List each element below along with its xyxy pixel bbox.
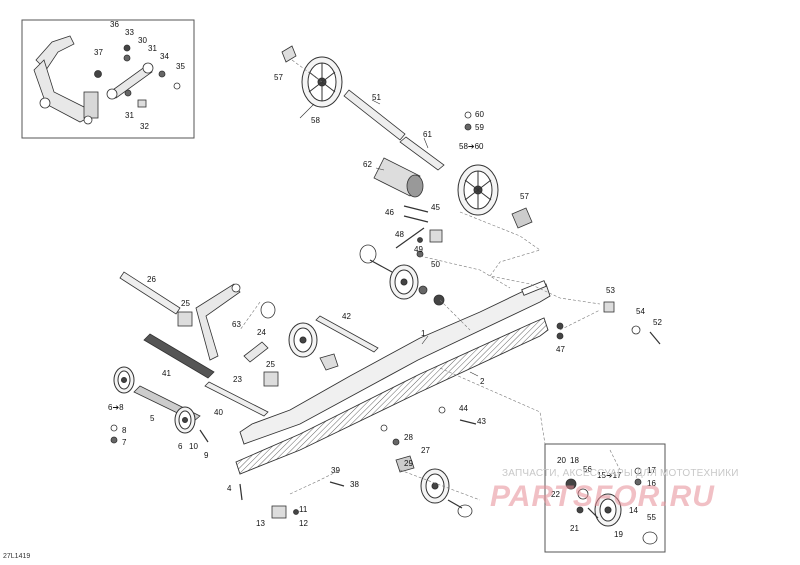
callout-label: 34: [160, 52, 169, 61]
callout-label: 41: [162, 369, 171, 378]
callout-label: 28: [404, 433, 413, 442]
callout-label: 1: [421, 329, 426, 338]
callout-label: 26: [147, 275, 156, 284]
callout-label: 19: [614, 530, 623, 539]
wheel-58-60: [457, 164, 499, 216]
callout-label: 2: [480, 377, 485, 386]
callout-label: 59: [475, 123, 484, 132]
callout-label: 8: [122, 426, 127, 435]
callout-label: 25: [181, 299, 190, 308]
callout-label: 35: [176, 62, 185, 71]
callout-label: 5: [150, 414, 155, 423]
callout-label: 4: [227, 484, 232, 493]
callout-label: 53: [606, 286, 615, 295]
callout-label: 57: [274, 73, 283, 82]
inset-arm-assembly: [33, 35, 181, 125]
callout-label: 23: [233, 375, 242, 384]
callout-label: 37: [94, 48, 103, 57]
callout-label: 43: [477, 417, 486, 426]
callout-label: 48: [395, 230, 404, 239]
callout-label: 50: [431, 260, 440, 269]
callout-label: 47: [556, 345, 565, 354]
callout-label: 39: [331, 466, 340, 475]
hardware-items: [110, 45, 658, 545]
callout-label: 52: [653, 318, 662, 327]
callout-label: 33: [125, 28, 134, 37]
callout-label: 11: [299, 505, 308, 514]
callout-label: 44: [459, 404, 468, 413]
callout-label: 17: [647, 466, 656, 475]
callout-label: 36: [110, 20, 119, 29]
diagram-code: 27L1419: [3, 553, 31, 560]
slide-rails: [235, 280, 551, 475]
callout-label: 16: [647, 479, 656, 488]
callout-label: 27: [421, 446, 430, 455]
wheel-5-right: [174, 406, 196, 434]
callout-label: 9: [204, 451, 209, 460]
wheel-5-left: [113, 366, 135, 394]
callout-label: 30: [138, 36, 147, 45]
callout-label: 31: [148, 44, 157, 53]
bolts: [199, 205, 661, 519]
callout-label: 6: [178, 442, 183, 451]
foam-bumper: [373, 157, 424, 198]
shafts: [119, 89, 445, 422]
wheel-mid-upper: [389, 264, 419, 300]
wheel-bottom: [420, 468, 450, 504]
callout-label: 45: [431, 203, 440, 212]
inset-frame-bottom-right: [544, 443, 666, 553]
callout-label: 22: [551, 490, 560, 499]
callout-label: 63: [232, 320, 241, 329]
dashed-guides: [239, 59, 621, 501]
callout-label: 61: [423, 130, 432, 139]
callout-label: 62: [363, 160, 372, 169]
callout-label: 7: [122, 438, 127, 447]
callout-label: 32: [140, 122, 149, 131]
callout-label: 21: [570, 524, 579, 533]
callout-label: 24: [257, 328, 266, 337]
callout-label: 60: [475, 110, 484, 119]
callout-label: 55: [647, 513, 656, 522]
wheel-mid: [288, 322, 318, 358]
callout-label: 25: [266, 360, 275, 369]
callout-label: 51: [372, 93, 381, 102]
callout-label: 12: [299, 519, 308, 528]
callout-label: 42: [342, 312, 351, 321]
callout-label: 58➔60: [459, 142, 484, 151]
callout-label: 14: [629, 506, 638, 515]
callout-label: 10: [189, 442, 198, 451]
callout-label: 13: [256, 519, 265, 528]
callout-label: 56: [583, 465, 592, 474]
callout-label: 38: [350, 480, 359, 489]
callout-label: 15➔17: [597, 471, 622, 480]
callout-label: 18: [570, 456, 579, 465]
callout-label: 49: [414, 245, 423, 254]
callout-label: 40: [214, 408, 223, 417]
callout-label: 6➔8: [108, 403, 124, 412]
center-arms: [177, 283, 279, 387]
rail-1: [239, 283, 551, 445]
rail-2: [235, 317, 549, 475]
callout-label: 57: [520, 192, 529, 201]
callout-label: 31: [125, 111, 134, 120]
callout-label: 20: [557, 456, 566, 465]
callout-label: 46: [385, 208, 394, 217]
callout-label: 54: [636, 307, 645, 316]
inset-frame-top-left: [21, 19, 195, 139]
leader-lines: [299, 99, 479, 377]
callout-label: 29: [404, 459, 413, 468]
wheel-inset-bottom-right: [594, 493, 622, 527]
callout-label: 58: [311, 116, 320, 125]
